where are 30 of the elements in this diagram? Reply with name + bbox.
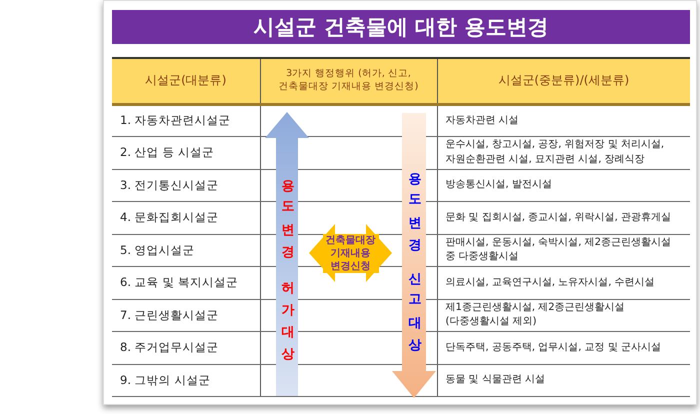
- down-arrow: [392, 113, 436, 398]
- category-text: 2. 산업 등 시설군: [120, 145, 214, 160]
- header-cell: 3가지 행정행위 (허가, 신고, 건축물대장 기재내용 변경신청): [260, 58, 437, 104]
- edge-label: 건축물대장 기재내용 변경신청: [322, 234, 378, 272]
- arrow-label: 용도변경: [406, 163, 423, 251]
- facility-list-text: 운수시설, 창고시설, 공장, 위험저장 및 처리시설, 자원순환관련 시설, 묘지관련 시설, 장례식장: [446, 138, 666, 167]
- facility-list-text: 단독주택, 공동주택, 업무시설, 교정 및 군사시설: [446, 340, 661, 354]
- category-text: 9. 그밖의 시설군: [120, 372, 210, 388]
- facility-list-text: 판매시설, 운동시설, 숙박시설, 제2종근린생활시설 중 다중생활시설: [446, 236, 672, 264]
- category-text: 8. 주거업무시설군: [120, 340, 219, 356]
- category-text: 6. 교육 및 복지시설군: [120, 275, 238, 290]
- arrow-label: 신고대상: [406, 263, 423, 351]
- category-text: 5. 영업시설군: [120, 242, 195, 258]
- facility-list-text: 문화 및 집회시설, 종교시설, 위락시설, 관광휴게실: [446, 210, 671, 224]
- arrow-label: 허가대상: [279, 272, 296, 360]
- arrow-label: 용도변경: [279, 170, 296, 258]
- facility-list-text: 제1종근린생활시설, 제2종근린생활시설 (다중생활시설 제외): [446, 300, 626, 330]
- category-text: 4. 문화집회시설군: [120, 210, 219, 226]
- title-banner: 시설군 건축물에 대한 용도변경: [112, 10, 690, 44]
- facility-list-text: 동물 및 식물관련 시설: [446, 373, 546, 387]
- facility-list-text: 의료시설, 교육연구시설, 노유자시설, 수련시설: [446, 276, 655, 290]
- category-text: 3. 전기통신시설군: [120, 178, 219, 193]
- header-cell: 시설군(대분류): [112, 58, 260, 104]
- header-cell: 시설군(중분류)/(세분류): [437, 58, 690, 104]
- up-arrow: [265, 112, 309, 396]
- category-text: 1. 자동차관련시설군: [120, 113, 231, 128]
- facility-list-text: 자동차관련 시설: [446, 114, 519, 128]
- category-text: 7. 근린생활시설군: [120, 308, 219, 323]
- double-headed-arrow: [309, 224, 392, 282]
- facility-list-text: 방송통신시설, 발전시설: [446, 178, 552, 192]
